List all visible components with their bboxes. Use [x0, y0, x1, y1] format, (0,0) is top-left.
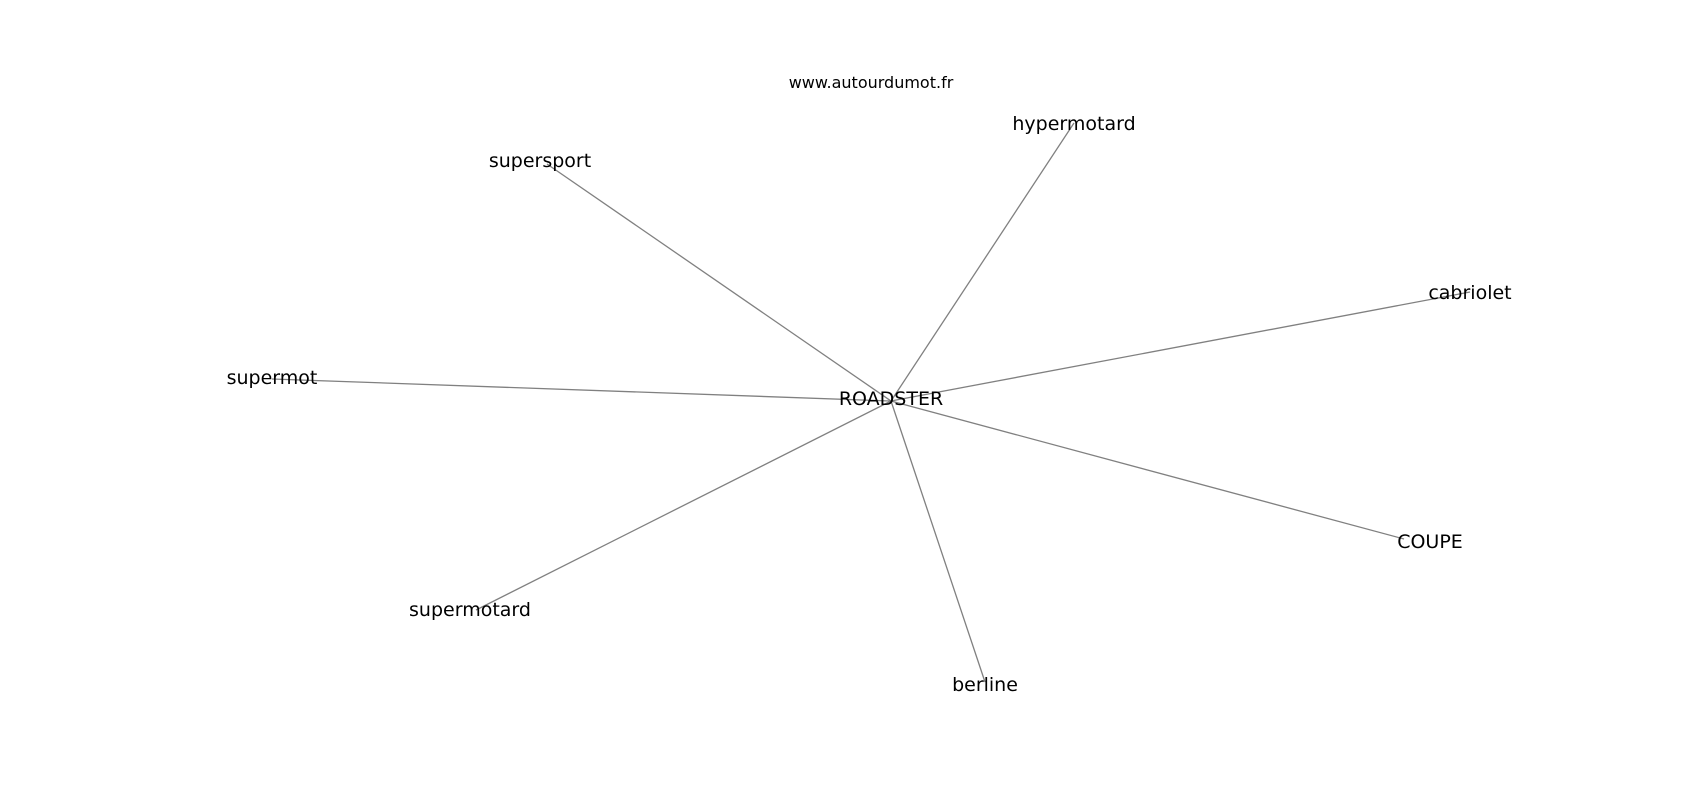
edge-roadster-hypermotard — [890, 122, 1075, 402]
node-supersport[interactable]: supersport — [489, 150, 591, 172]
node-center-roadster[interactable]: ROADSTER — [839, 388, 943, 410]
node-hypermotard[interactable]: hypermotard — [1012, 113, 1135, 135]
node-supermotard[interactable]: supermotard — [409, 599, 531, 621]
edges — [271, 122, 1471, 683]
node-berline[interactable]: berline — [952, 674, 1018, 696]
node-cabriolet[interactable]: cabriolet — [1428, 282, 1511, 304]
node-supermot[interactable]: supermot — [227, 367, 318, 389]
edge-roadster-supersport — [546, 163, 892, 402]
edge-roadster-berline — [890, 400, 986, 683]
edge-roadster-cabriolet — [890, 291, 1471, 402]
edge-roadster-supermot — [271, 378, 892, 402]
edge-roadster-supermotard — [475, 400, 892, 611]
nodes: ROADSTER hypermotard supersport cabriole… — [227, 113, 1512, 696]
watermark-text: www.autourdumot.fr — [789, 73, 954, 92]
node-coupe[interactable]: COUPE — [1397, 531, 1463, 553]
edge-roadster-coupe — [890, 400, 1405, 540]
